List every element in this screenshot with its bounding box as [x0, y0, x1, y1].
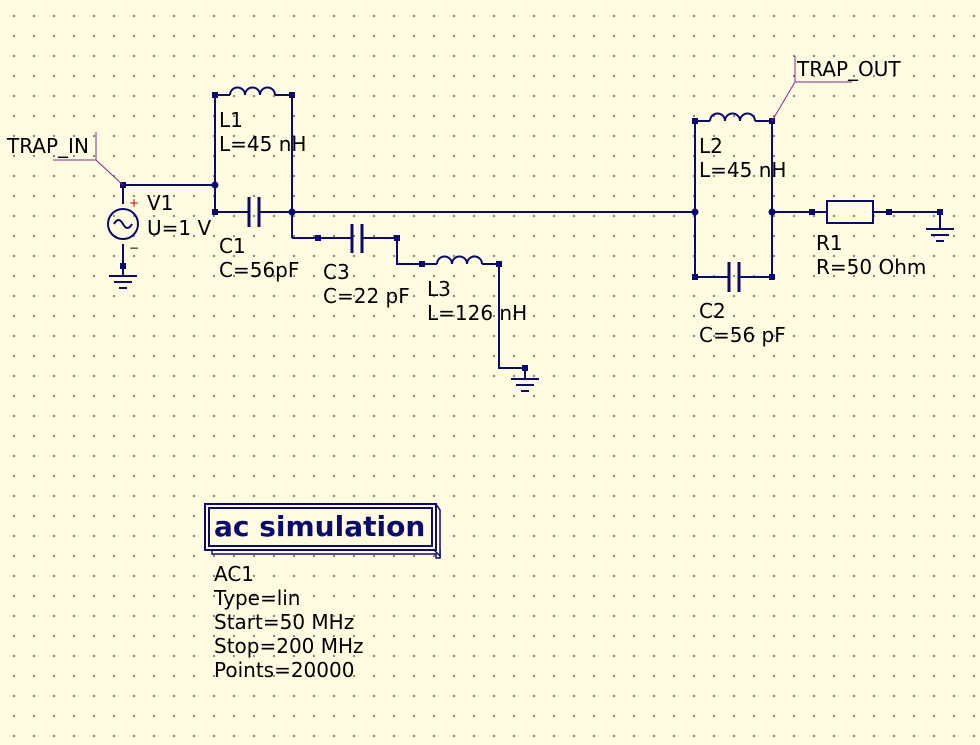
net-label-trap-out[interactable]: TRAP_OUT: [771, 56, 901, 122]
r1-name: R1: [816, 231, 843, 255]
simulation-stop: Stop=200 MHz: [214, 634, 364, 658]
l3-name: L3: [427, 277, 451, 301]
simulation-start: Start=50 MHz: [214, 610, 354, 634]
c1-value: C=56pF: [219, 258, 299, 282]
net-label-trap-in-text: TRAP_IN: [6, 134, 89, 158]
capacitor-c3[interactable]: [315, 224, 400, 253]
r1-value: R=50 Ohm: [816, 255, 926, 279]
component-labels: V1 U=1 V L1 L=45 nH C1 C=56pF C3 C=22 pF…: [147, 108, 926, 347]
simulation-type: Type=lin: [213, 586, 300, 610]
inductor-l3[interactable]: [419, 255, 502, 268]
capacitor-c1[interactable]: [212, 197, 292, 227]
inductor-l2[interactable]: [692, 112, 775, 124]
l1-value: L=45 nH: [219, 132, 306, 156]
v1-value: U=1 V: [147, 216, 211, 240]
ground-l3: [511, 365, 539, 392]
net-label-trap-out-text: TRAP_OUT: [796, 57, 901, 81]
l2-name: L2: [699, 134, 723, 158]
simulation-title: ac simulation: [214, 510, 425, 543]
inductor-l1[interactable]: [212, 86, 295, 99]
junction-nodes: [211, 181, 776, 216]
ground-r1: [926, 209, 954, 242]
ac-simulation-block[interactable]: ac simulation: [204, 502, 441, 559]
net-label-trap-in[interactable]: TRAP_IN: [6, 132, 124, 186]
c3-name: C3: [323, 260, 350, 284]
l2-value: L=45 nH: [699, 158, 786, 182]
simulation-name: AC1: [214, 562, 254, 586]
simulation-points: Points=20000: [214, 658, 354, 682]
c1-name: C1: [219, 234, 246, 258]
l3-value: L=126 nH: [427, 301, 527, 325]
c2-name: C2: [699, 299, 726, 323]
plus-sign: +: [129, 196, 139, 210]
c2-value: C=56 pF: [699, 323, 786, 347]
v1-name: V1: [147, 191, 173, 215]
ground-v1: [109, 266, 137, 289]
simulation-parameters: AC1 Type=lin Start=50 MHz Stop=200 MHz P…: [213, 562, 364, 682]
resistor-r1[interactable]: [809, 200, 892, 224]
capacitor-c2[interactable]: [692, 262, 775, 292]
l1-name: L1: [219, 108, 243, 132]
minus-sign: −: [129, 241, 139, 255]
c3-value: C=22 pF: [323, 284, 410, 308]
